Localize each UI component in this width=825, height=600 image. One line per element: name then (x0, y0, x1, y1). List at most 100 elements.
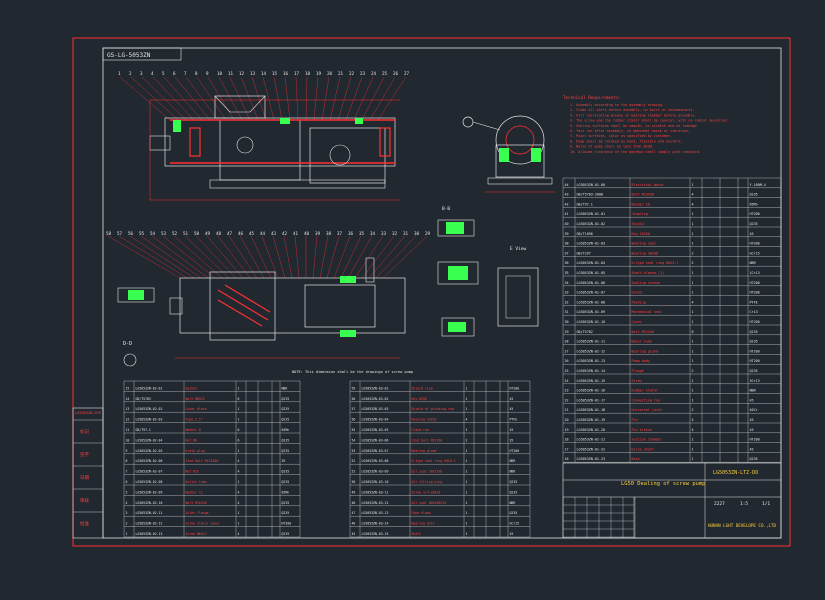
left-block-label: 签字 (80, 451, 89, 458)
leader-line (261, 235, 279, 279)
table-cell: Coupling (632, 212, 648, 216)
table-cell: LG5053ZN-02-13 (136, 532, 163, 536)
table-cell: Screw (632, 379, 643, 383)
balloon-number: 5 (162, 71, 165, 76)
table-cell: 34 (565, 281, 569, 285)
table-cell: 1 (692, 232, 694, 236)
table-cell: LG5053ZN-01-19 (577, 418, 606, 422)
table-cell: PTFE (750, 300, 758, 304)
table-cell: 24 (565, 379, 569, 383)
balloon-number: 57 (117, 231, 123, 236)
table-cell: 4 (692, 193, 694, 197)
table-cell: GCr15 (750, 251, 760, 255)
table-cell: GB/T5783-2000 (577, 193, 604, 197)
table-cell: 1 (692, 183, 694, 187)
table-cell: 23 (565, 389, 569, 393)
balloon-number: 25 (382, 71, 388, 76)
table-cell: Shaft sleeve (1) (632, 271, 665, 275)
table-cell: 6 (238, 438, 240, 442)
leader-line (340, 235, 362, 279)
table-cell: 22 (565, 398, 569, 402)
table-cell: O-type seal ring 60X3.1 (632, 261, 679, 265)
balloon-number: 7 (184, 71, 187, 76)
table-cell: Packing (632, 300, 646, 304)
table-cell: 51 (352, 470, 356, 474)
detail-c (441, 317, 475, 337)
sheet-value: 1/1 (762, 501, 770, 507)
tech-line: 2. Clean all parts before assembly, no b… (570, 108, 695, 112)
balloon-number: 45 (249, 231, 255, 236)
leader-line (382, 235, 428, 279)
front-flange-right (379, 127, 391, 157)
table-cell: 44 (565, 183, 569, 187)
table-cell: 45 (352, 532, 356, 536)
table-cell: 56 (352, 418, 356, 422)
table-cell: LG5053ZN-01-11 (577, 340, 606, 344)
table-cell: 11 (126, 428, 130, 432)
table-cell: 42 (565, 202, 569, 206)
table-cell: Screw stator cover (186, 522, 221, 526)
table-cell: LG5053ZN-01-07 (577, 291, 606, 295)
table-cell: 1 (466, 522, 468, 526)
table-cell: 36 (565, 261, 569, 265)
balloon-number: 32 (392, 231, 398, 236)
tech-line: 9. Noise of pump shall be less than 85dB… (570, 145, 654, 149)
leader-line (129, 235, 195, 279)
title-block: LG50 Dealing of screw pump LG5053ZN-LTZ-… (562, 462, 782, 539)
table-cell: Shield of grinding rod (412, 407, 454, 411)
balloon-number: 15 (272, 71, 278, 76)
table-cell: Bolt M10X30 (632, 193, 654, 197)
table-cell: Pipe 2.5" (186, 418, 203, 422)
leader-line (162, 235, 216, 279)
table-cell: Key 8X50 (412, 397, 427, 401)
table-cell: Q235 (282, 470, 290, 474)
front-hopper (214, 95, 266, 119)
table-cell: GB/T97.1 (577, 202, 593, 206)
table-cell: 55 (352, 428, 356, 432)
table-cell: 18 (565, 438, 569, 442)
table-cell: 1 (692, 398, 694, 402)
detail-c-green (448, 322, 466, 332)
leader-line (284, 76, 291, 121)
table-cell: 2 (692, 369, 694, 373)
table-cell: LG5053ZN-01-20 (577, 428, 606, 432)
table-cell: 3 (126, 511, 128, 515)
balloon-number: 3 (140, 71, 143, 76)
table-cell: 53 (352, 449, 356, 453)
table-cell: 1 (466, 501, 468, 505)
table-cell: 3Cr13 (750, 379, 760, 383)
leader-line (251, 76, 267, 121)
leader-line (218, 76, 243, 121)
balloon-number: 33 (381, 231, 387, 236)
hollow-outer (497, 267, 539, 327)
table-cell: Mechanical seal (632, 310, 663, 314)
table-cell: 1 (238, 449, 240, 453)
leader-line (375, 235, 417, 279)
leader-line (262, 76, 275, 121)
leader-line (229, 76, 251, 121)
table-cell: Q235 (750, 340, 758, 344)
table-cell: HT200 (750, 438, 760, 442)
left-block-label: 标记 (80, 428, 89, 435)
balloon-number: 17 (294, 71, 300, 76)
table-cell: O-type seal ring 90X3.1 (412, 459, 456, 463)
leader-line (319, 235, 329, 279)
scale-value: 1:5 (740, 501, 748, 507)
leader-line (354, 235, 384, 279)
table-cell: 6 (126, 480, 128, 484)
balloon-number: 36 (348, 231, 354, 236)
table-cell: 16 (565, 457, 569, 461)
leader-line (294, 235, 300, 279)
table-cell: 1 (466, 480, 468, 484)
table-cell: 1 (238, 522, 240, 526)
front-flange-left (189, 127, 201, 157)
table-cell: 28 (565, 340, 569, 344)
table-cell: 1 (692, 291, 694, 295)
table-cell: LG5053ZN-02-10 (136, 501, 163, 505)
table-cell: LG5053ZN-01-18 (577, 408, 606, 412)
balloon-number: 29 (425, 231, 431, 236)
leader-line (152, 76, 195, 121)
